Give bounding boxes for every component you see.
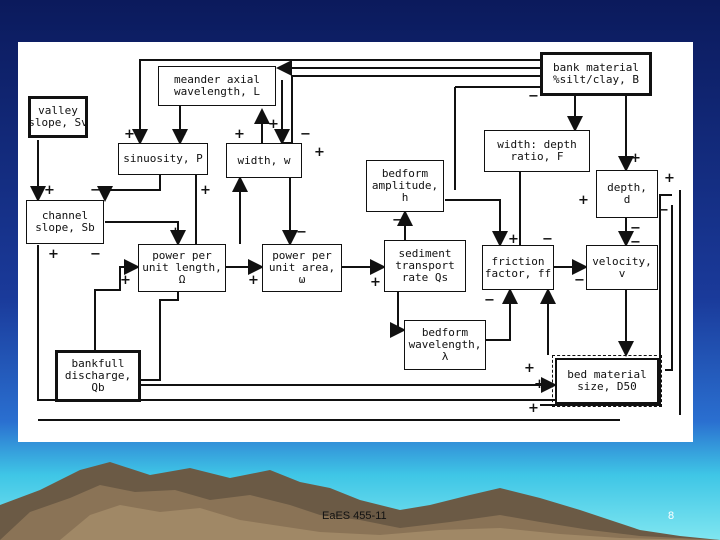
velocity-line-2: v (618, 266, 626, 280)
sign-minus: − (300, 127, 311, 142)
friction-line-2: factor, ff (484, 266, 552, 280)
width-depth-line-1: width: depth (497, 138, 577, 151)
valley-slope-line-1: valley (38, 104, 78, 117)
power-length-line-2: unit length, (142, 261, 222, 274)
sinuosity-node: sinuosity, P (118, 143, 208, 175)
channel-slope-line-2: slope, Sb (35, 221, 95, 234)
velocity-node: velocity, v (586, 245, 658, 290)
sign-minus: − (484, 293, 495, 308)
depth-line-2: d (623, 193, 631, 206)
sign-plus: + (370, 275, 381, 290)
width-node: width, w (226, 143, 302, 178)
bedform-amplitude-line-3: h (401, 191, 409, 204)
power-area-line-2: unit area, (268, 261, 336, 274)
bank-material-line-1: bank material (552, 61, 640, 74)
valley-slope-line-2: slope, Sv (28, 116, 88, 129)
bed-material-size-node: bed material size, D50 (552, 355, 662, 407)
sign-minus: − (90, 183, 101, 198)
sign-plus: + (314, 145, 325, 160)
bedform-wavelength-line-2: wavelength, (408, 338, 482, 351)
width-label: width, w (237, 153, 291, 167)
bed-material-line-2: size, D50 (577, 380, 637, 393)
sign-plus: + (44, 183, 55, 198)
sign-plus: + (200, 183, 211, 198)
sign-minus: − (568, 111, 579, 126)
channel-slope-line-1: channel (41, 209, 89, 222)
sign-plus: + (508, 232, 519, 247)
bank-material-line-2: %silt/clay, B (552, 73, 640, 86)
sediment-line-3: rate Qs (401, 271, 449, 284)
bedform-amplitude-line-2: amplitude, (371, 179, 439, 192)
power-length-line-3: Ω (178, 273, 186, 286)
sign-plus: + (524, 361, 535, 376)
depth-line-1: depth, (607, 181, 647, 194)
sign-plus: + (630, 151, 641, 166)
bedform-amplitude-line-1: bedform (381, 167, 429, 180)
sign-plus: + (170, 225, 181, 240)
width-depth-ratio-node: width: depth ratio, F (484, 130, 590, 172)
sign-plus: + (578, 193, 589, 208)
sign-plus: + (528, 401, 539, 416)
sign-minus: − (658, 203, 669, 218)
sign-minus: − (176, 127, 187, 142)
sign-plus: + (48, 247, 59, 262)
bedform-amplitude-node: bedform amplitude, h (366, 160, 444, 212)
bank-material-node: bank material %silt/clay, B (540, 52, 652, 96)
power-area-line-1: power per (272, 249, 332, 262)
bankfull-line-1: bankfull (71, 357, 125, 370)
friction-line-1: friction (491, 254, 545, 268)
sign-minus: − (574, 273, 585, 288)
sign-minus: − (296, 225, 307, 240)
power-per-length-node: power per unit length, Ω (138, 244, 226, 292)
sign-plus: + (120, 273, 131, 288)
power-area-line-3: ω (298, 273, 306, 286)
sign-minus: − (542, 232, 553, 247)
sediment-line-1: sediment (398, 247, 452, 260)
sign-plus: + (124, 127, 135, 142)
sediment-transport-node: sediment transport rate Qs (384, 240, 466, 292)
sign-minus: − (528, 89, 539, 104)
meander-line-1: meander axial (173, 73, 261, 86)
meander-wavelength-node: meander axial wavelength, L (158, 66, 276, 106)
channel-slope-node: channel slope, Sb (26, 200, 104, 244)
friction-factor-node: friction factor, ff (482, 245, 554, 290)
sign-plus: + (664, 171, 675, 186)
sign-minus: − (90, 247, 101, 262)
velocity-line-1: velocity, (592, 254, 652, 268)
sign-minus: − (630, 221, 641, 236)
sinuosity-label: sinuosity, P (123, 152, 203, 165)
page-number: 8 (668, 510, 675, 522)
sign-plus: + (534, 377, 545, 392)
width-depth-line-2: ratio, F (510, 150, 564, 163)
sign-plus: + (544, 293, 555, 308)
bankfull-discharge-node: bankfull discharge, Qb (55, 350, 141, 402)
meander-line-2: wavelength, L (173, 85, 261, 98)
power-per-area-node: power per unit area, ω (262, 244, 342, 292)
bedform-wavelength-line-3: λ (441, 350, 449, 363)
power-length-line-1: power per (152, 249, 212, 262)
sign-plus: + (248, 273, 259, 288)
sign-minus: − (630, 235, 641, 250)
bedform-wavelength-node: bedform wavelength, λ (404, 320, 486, 370)
bed-material-line-1: bed material (567, 368, 647, 381)
bankfull-line-2: discharge, (64, 369, 132, 382)
bedform-wavelength-line-1: bedform (421, 326, 469, 339)
depth-node: depth, d (596, 170, 658, 218)
sediment-line-2: transport (395, 259, 455, 272)
bankfull-line-3: Qb (91, 381, 105, 394)
valley-slope-node: valley slope, Sv (28, 96, 88, 138)
sign-plus: + (268, 117, 279, 132)
footer-title: EaES 455-11 (322, 510, 387, 522)
sign-plus: + (234, 127, 245, 142)
sign-minus: − (392, 213, 403, 228)
